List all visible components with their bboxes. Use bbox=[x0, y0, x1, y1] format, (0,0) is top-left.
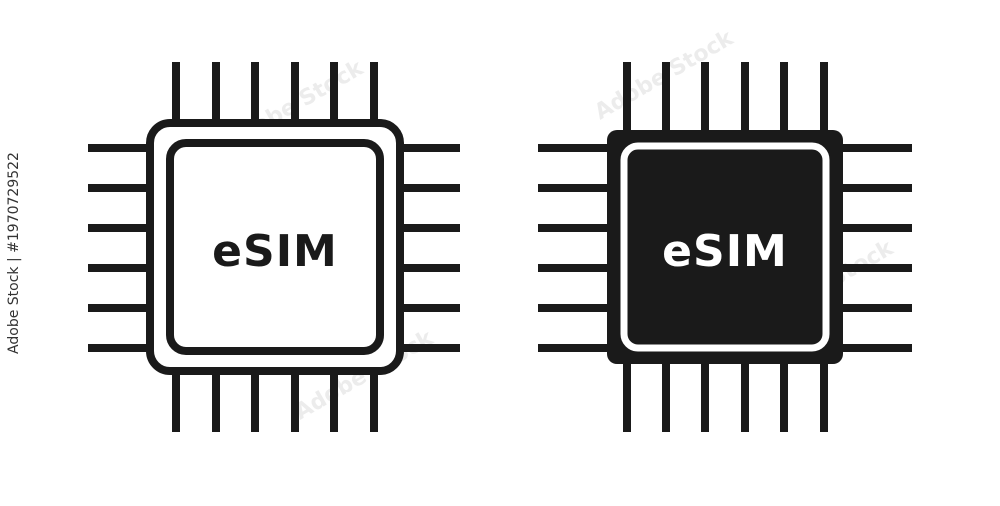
esim-chip-outline-icon bbox=[88, 62, 460, 432]
chip-label-filled: eSIM bbox=[662, 226, 788, 277]
esim-chip-filled-icon bbox=[538, 62, 912, 432]
stock-id-text: Adobe Stock | #1970729522 bbox=[6, 152, 22, 354]
chip-label-outline: eSIM bbox=[212, 226, 338, 277]
